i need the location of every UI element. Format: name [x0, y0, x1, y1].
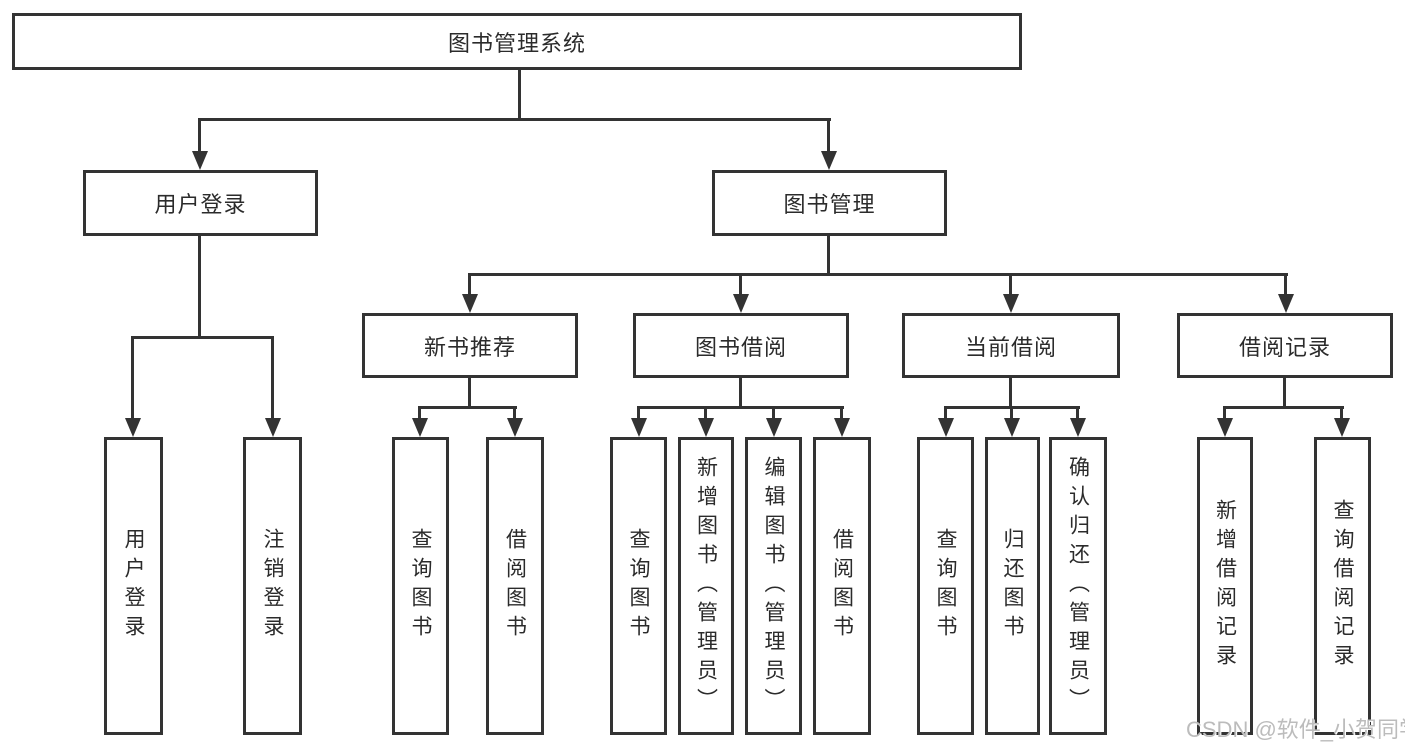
arrowhead-down-icon: [834, 418, 850, 437]
leaf-borrow-books-recommend: 借阅图书: [486, 437, 544, 735]
node-label: 查询借阅记录: [1331, 499, 1354, 673]
arrowhead-down-icon: [733, 294, 749, 313]
connector-leaf-drop: [1010, 406, 1013, 421]
connector-module-drop: [1009, 273, 1012, 297]
connector-user-login-stem: [198, 236, 201, 339]
leaf-add-books-admin: 新增图书（管理员）: [678, 437, 734, 735]
node-new-book-recommend: 新书推荐: [362, 313, 578, 378]
node-label: 借阅图书: [503, 528, 527, 644]
connector-module-drop: [739, 273, 742, 297]
node-label: 用户登录: [122, 528, 145, 644]
connector-user-login-bar: [131, 336, 274, 339]
connector-module-drop: [468, 273, 471, 297]
connector-module-stem: [468, 378, 471, 409]
node-label: 当前借阅: [964, 334, 1057, 360]
connector-leaf-drop: [131, 336, 134, 420]
leaf-query-borrow-record: 查询借阅记录: [1314, 437, 1371, 735]
node-label: 用户登录: [154, 192, 247, 217]
node-label: 编辑图书（管理员）: [762, 455, 785, 717]
node-user-login: 用户登录: [83, 170, 318, 236]
connector-module-stem: [1009, 378, 1012, 409]
node-label: 查询图书: [409, 528, 432, 644]
arrowhead-down-icon: [1334, 418, 1350, 437]
arrowhead-down-icon: [631, 418, 647, 437]
connector-leaf-drop: [513, 406, 516, 421]
node-label: 图书管理: [783, 192, 876, 217]
node-label: 新增借阅记录: [1213, 499, 1237, 673]
leaf-borrow-books: 借阅图书: [813, 437, 871, 735]
node-library-management-system: 图书管理系统: [12, 13, 1022, 70]
node-label: 查询图书: [934, 528, 957, 644]
connector-module-bar: [1223, 406, 1344, 409]
leaf-add-borrow-record: 新增借阅记录: [1197, 437, 1253, 735]
node-label: 归还图书: [1001, 528, 1024, 644]
connector-module-bar: [637, 406, 844, 409]
leaf-query-books-current: 查询图书: [917, 437, 974, 735]
node-borrowing-records: 借阅记录: [1177, 313, 1393, 378]
connector-leaf-drop: [1076, 406, 1079, 421]
leaf-query-books-borrowing: 查询图书: [610, 437, 667, 735]
csdn-watermark: CSDN @软件_小贺同学: [1186, 717, 1405, 742]
arrowhead-down-icon: [1004, 418, 1020, 437]
connector-module-stem: [739, 378, 742, 409]
arrowhead-down-icon: [507, 418, 523, 437]
node-current-borrowing: 当前借阅: [902, 313, 1120, 378]
leaf-edit-books-admin: 编辑图书（管理员）: [745, 437, 802, 735]
arrowhead-down-icon: [821, 151, 837, 170]
connector-book-mgmt-stem: [827, 236, 830, 276]
connector-module-drop: [1284, 273, 1287, 297]
arrowhead-down-icon: [1217, 418, 1233, 437]
leaf-logout: 注销登录: [243, 437, 302, 735]
connector-book-mgmt-drop: [827, 118, 830, 153]
connector-leaf-drop: [418, 406, 421, 421]
leaf-user-login: 用户登录: [104, 437, 163, 735]
connector-book-mgmt-bar: [468, 273, 1288, 276]
node-label: 借阅图书: [830, 528, 854, 644]
arrowhead-down-icon: [462, 294, 478, 313]
node-label: 注销登录: [261, 528, 284, 644]
node-label: 图书借阅: [694, 334, 787, 360]
arrowhead-down-icon: [192, 151, 208, 170]
connector-root-stem: [518, 69, 521, 120]
node-label: 查询图书: [627, 528, 650, 644]
node-book-management: 图书管理: [712, 170, 947, 236]
connector-root-bar: [198, 118, 831, 121]
arrowhead-down-icon: [698, 418, 714, 437]
connector-module-stem: [1283, 378, 1286, 409]
node-label: 借阅记录: [1238, 334, 1331, 360]
node-label: 确认归还（管理员）: [1066, 455, 1090, 717]
connector-leaf-drop: [840, 406, 843, 421]
node-label: 图书管理系统: [447, 30, 586, 56]
node-label: 新增图书（管理员）: [694, 455, 718, 717]
node-label: 新书推荐: [423, 334, 516, 360]
arrowhead-down-icon: [265, 418, 281, 437]
arrowhead-down-icon: [1003, 294, 1019, 313]
connector-leaf-drop: [1340, 406, 1343, 421]
connector-module-bar: [418, 406, 517, 409]
arrowhead-down-icon: [766, 418, 782, 437]
arrowhead-down-icon: [938, 418, 954, 437]
leaf-confirm-return-admin: 确认归还（管理员）: [1049, 437, 1107, 735]
arrowhead-down-icon: [1070, 418, 1086, 437]
leaf-query-books-recommend: 查询图书: [392, 437, 449, 735]
leaf-return-books: 归还图书: [985, 437, 1040, 735]
connector-leaf-drop: [1223, 406, 1226, 421]
connector-leaf-drop: [271, 336, 274, 420]
connector-leaf-drop: [944, 406, 947, 421]
arrowhead-down-icon: [125, 418, 141, 437]
connector-user-login-drop: [198, 118, 201, 153]
arrowhead-down-icon: [1278, 294, 1294, 313]
node-book-borrowing: 图书借阅: [633, 313, 849, 378]
connector-leaf-drop: [772, 406, 775, 421]
arrowhead-down-icon: [412, 418, 428, 437]
connector-leaf-drop: [704, 406, 707, 421]
connector-leaf-drop: [637, 406, 640, 421]
